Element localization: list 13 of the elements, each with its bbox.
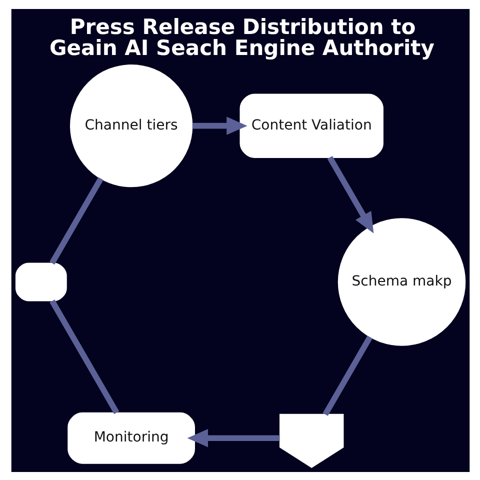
diagram-title: Press Release Distribution to Geain AI Seach Engine Authority [48, 14, 434, 60]
arrow [326, 155, 374, 233]
connector [49, 176, 103, 264]
arrow [192, 116, 247, 134]
node-box: Content Valiation [239, 93, 383, 158]
connector [49, 299, 119, 414]
node-circle: Channel tiers [69, 64, 192, 187]
node-circle: Schema makp [337, 218, 466, 346]
node-bubble [14, 262, 66, 301]
node-pentagon [278, 413, 344, 468]
node-box: Monitoring [67, 412, 194, 464]
connector [322, 335, 372, 416]
arrow [186, 428, 280, 447]
